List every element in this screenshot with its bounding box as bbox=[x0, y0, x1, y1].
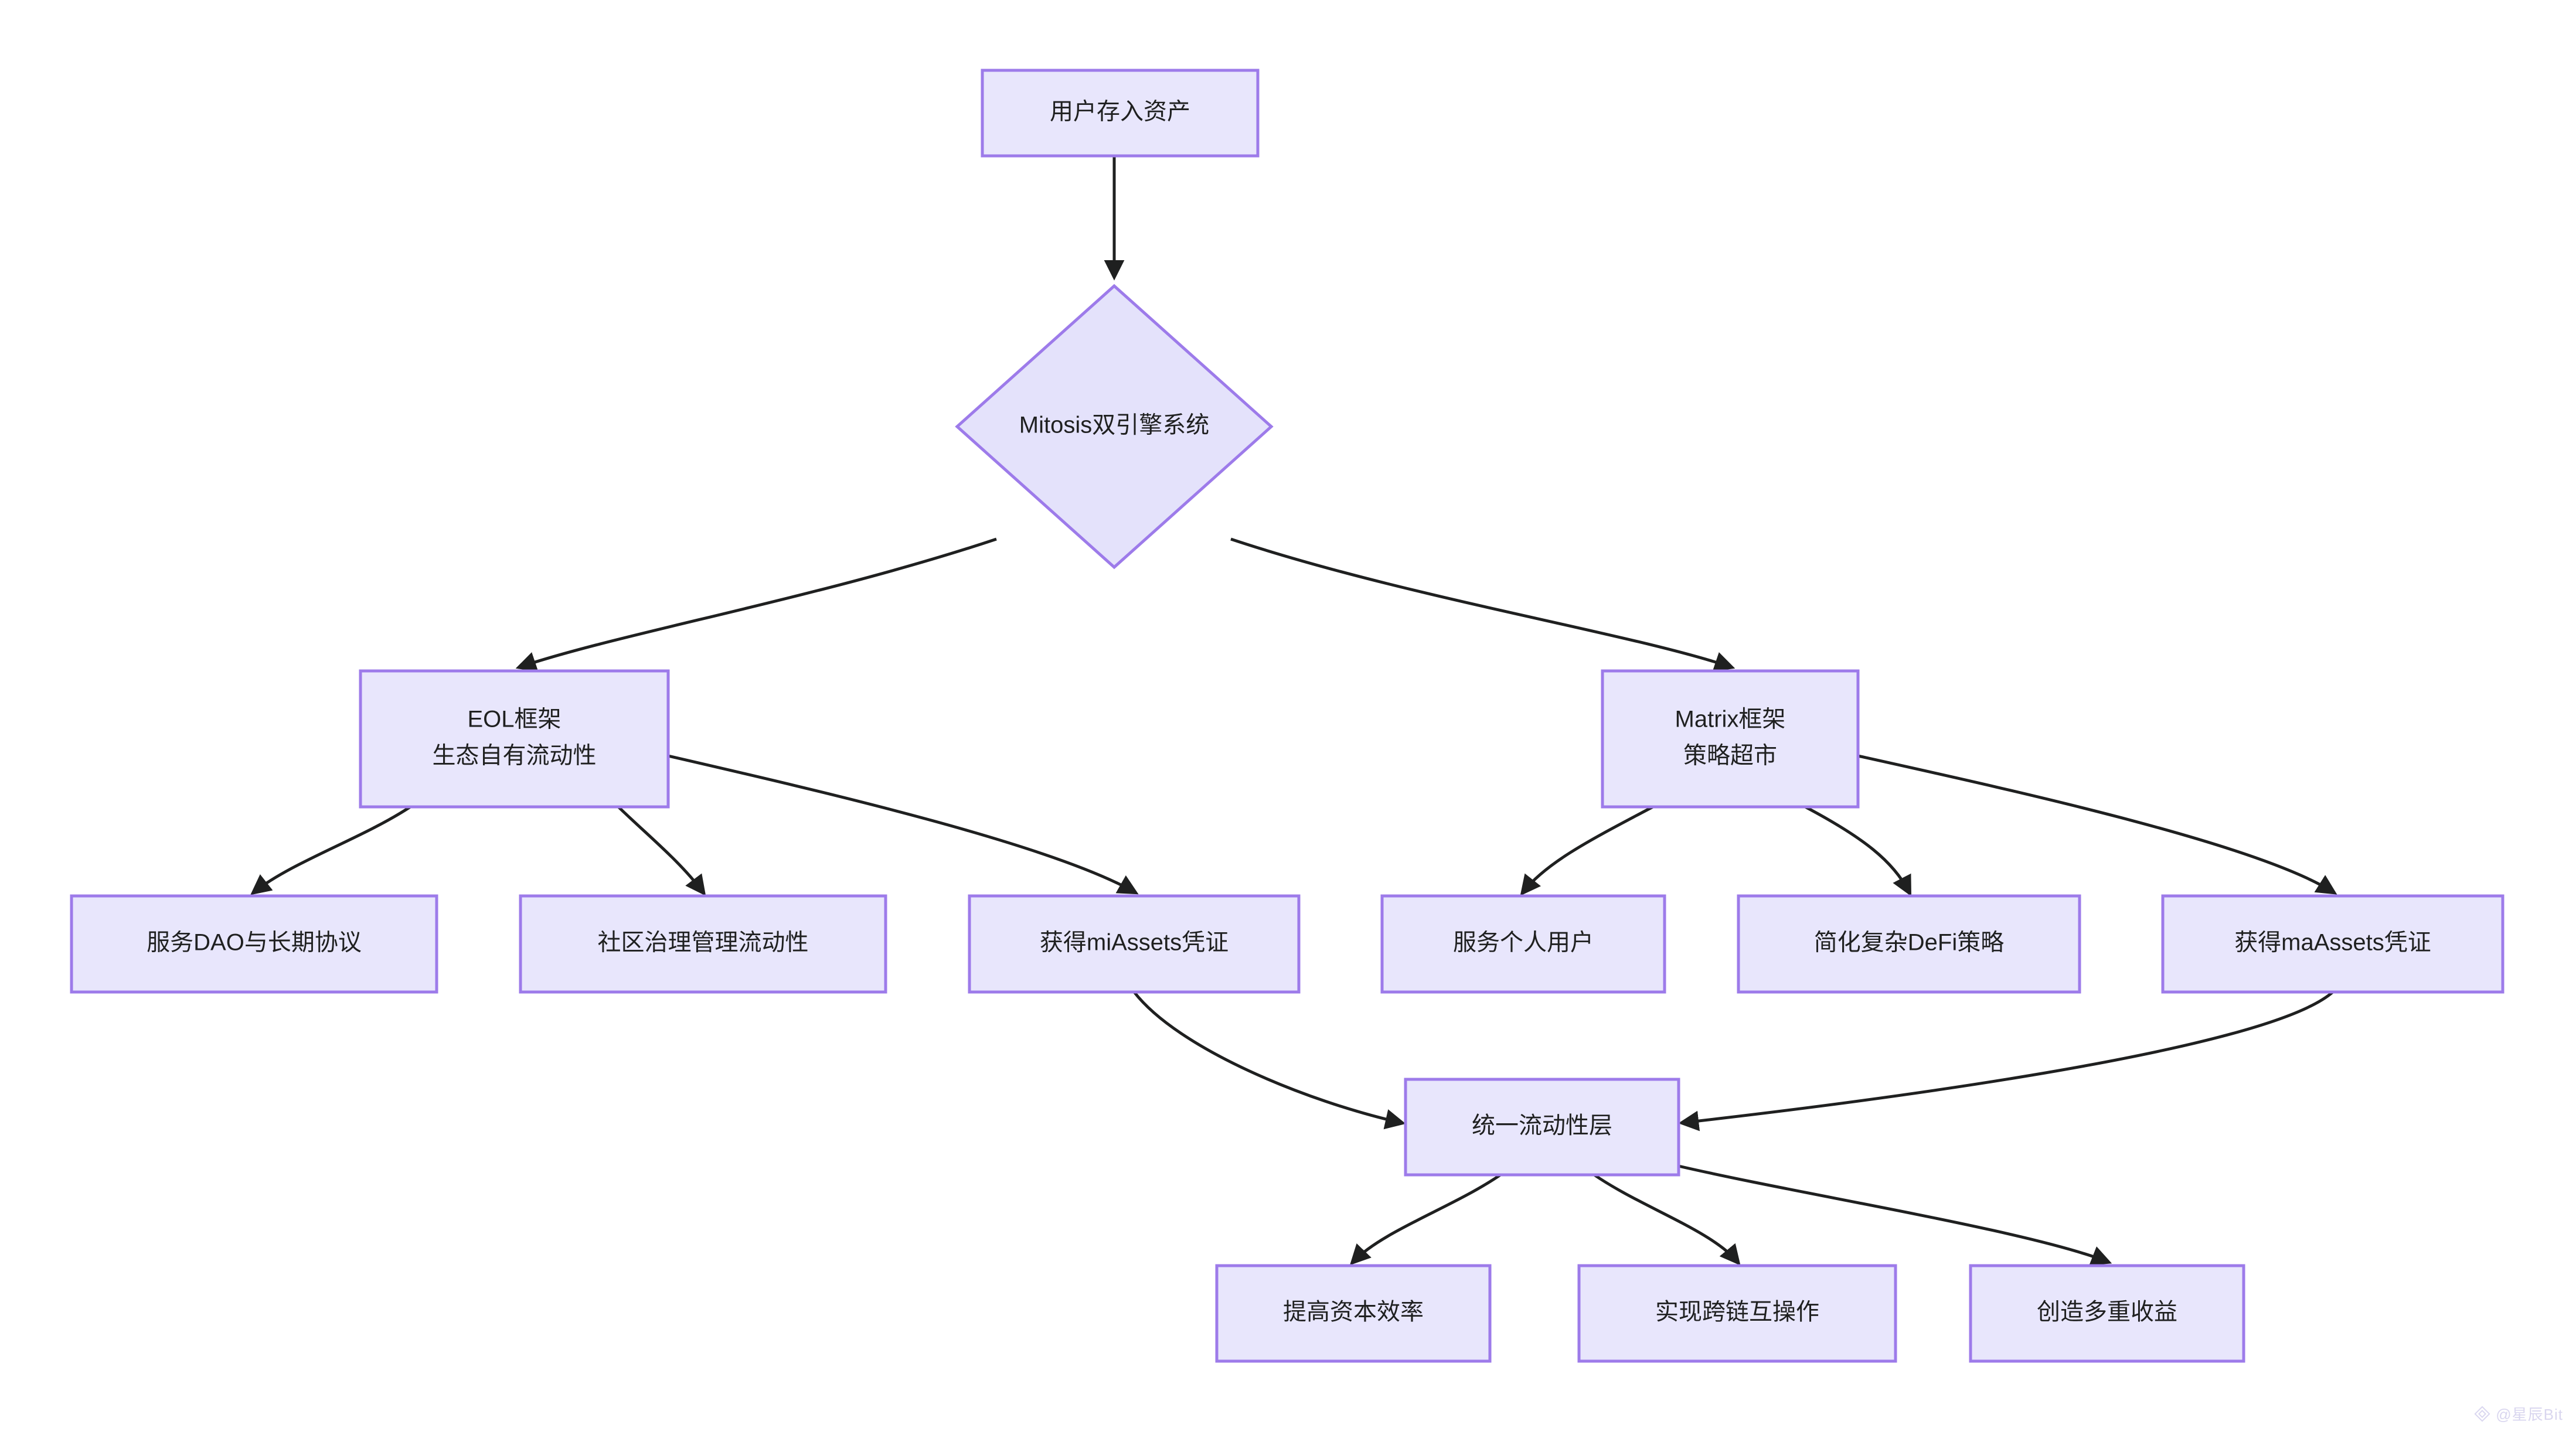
edge-unified-to-yield bbox=[1678, 1164, 2112, 1266]
node-personal[interactable]: 服务个人用户 bbox=[1380, 894, 1666, 994]
node-shape-rect bbox=[1969, 1264, 2245, 1363]
node-maassets[interactable]: 获得maAssets凭证 bbox=[2161, 894, 2504, 994]
node-shape-rect bbox=[1737, 894, 2081, 994]
node-miassets[interactable]: 获得miAssets凭证 bbox=[968, 894, 1301, 994]
node-shape-rect bbox=[1577, 1264, 1897, 1363]
edges-layer bbox=[250, 156, 2337, 1266]
node-shape-rect bbox=[968, 894, 1301, 994]
node-label-yield: 创造多重收益 bbox=[2037, 1299, 2177, 1325]
node-label-crosschain: 实现跨链互操作 bbox=[1655, 1299, 1819, 1325]
node-label-matrix: 策略超市 bbox=[1683, 743, 1777, 769]
node-shape-rect bbox=[70, 894, 438, 994]
node-yield[interactable]: 创造多重收益 bbox=[1969, 1264, 2245, 1363]
node-shape-rect bbox=[359, 669, 670, 809]
node-shape-rect bbox=[1404, 1078, 1680, 1177]
node-label-engine: Mitosis双引擎系统 bbox=[1019, 413, 1209, 438]
edge-unified-to-capital bbox=[1349, 1173, 1502, 1266]
node-label-personal: 服务个人用户 bbox=[1453, 930, 1594, 956]
node-label-community: 社区治理管理流动性 bbox=[598, 930, 809, 956]
node-label-eol: EOL框架 bbox=[467, 707, 561, 732]
node-label-defi: 简化复杂DeFi策略 bbox=[1814, 930, 2004, 956]
node-label-capital: 提高资本效率 bbox=[1283, 1299, 1424, 1325]
node-shape-rect bbox=[519, 894, 887, 994]
node-shape-rect bbox=[1215, 1264, 1492, 1363]
edge-eol-to-dao bbox=[250, 805, 411, 895]
node-label-dao: 服务DAO与长期协议 bbox=[147, 930, 362, 956]
node-shape-rect bbox=[1380, 894, 1666, 994]
watermark: @星辰Bit bbox=[2473, 1403, 2563, 1424]
edge-maassets-to-unified bbox=[1678, 991, 2334, 1131]
node-label-eol: 生态自有流动性 bbox=[433, 743, 597, 769]
edge-matrix-to-defi bbox=[1804, 805, 1912, 897]
edge-eol-to-community bbox=[617, 806, 706, 896]
node-label-unified: 统一流动性层 bbox=[1472, 1113, 1612, 1139]
node-label-matrix: Matrix框架 bbox=[1675, 707, 1786, 732]
edge-eol-to-miassets bbox=[668, 754, 1139, 895]
edge-engine-to-eol bbox=[515, 537, 997, 672]
node-label-deposit: 用户存入资产 bbox=[1050, 99, 1190, 125]
node-shape-rect bbox=[1601, 669, 1860, 809]
node-shape-diamond bbox=[955, 284, 1274, 570]
node-deposit[interactable]: 用户存入资产 bbox=[981, 69, 1260, 158]
edge-miassets-to-unified bbox=[1133, 991, 1406, 1130]
node-shape-rect bbox=[981, 69, 1260, 158]
node-capital[interactable]: 提高资本效率 bbox=[1215, 1264, 1492, 1363]
node-engine[interactable]: Mitosis双引擎系统 bbox=[955, 284, 1274, 570]
node-community[interactable]: 社区治理管理流动性 bbox=[519, 894, 887, 994]
node-dao[interactable]: 服务DAO与长期协议 bbox=[70, 894, 438, 994]
node-unified[interactable]: 统一流动性层 bbox=[1404, 1078, 1680, 1177]
edge-matrix-to-personal bbox=[1520, 805, 1654, 896]
edge-unified-to-crosschain bbox=[1593, 1173, 1741, 1266]
edge-engine-to-matrix bbox=[1230, 537, 1736, 672]
node-defi[interactable]: 简化复杂DeFi策略 bbox=[1737, 894, 2081, 994]
node-crosschain[interactable]: 实现跨链互操作 bbox=[1577, 1264, 1897, 1363]
node-shape-rect bbox=[2161, 894, 2504, 994]
edge-matrix-to-maassets bbox=[1857, 754, 2337, 895]
diamond-logo-icon bbox=[2474, 1405, 2490, 1422]
node-label-miassets: 获得miAssets凭证 bbox=[1040, 930, 1229, 956]
watermark-handle: @星辰Bit bbox=[2496, 1406, 2563, 1423]
node-label-maassets: 获得maAssets凭证 bbox=[2234, 930, 2431, 956]
